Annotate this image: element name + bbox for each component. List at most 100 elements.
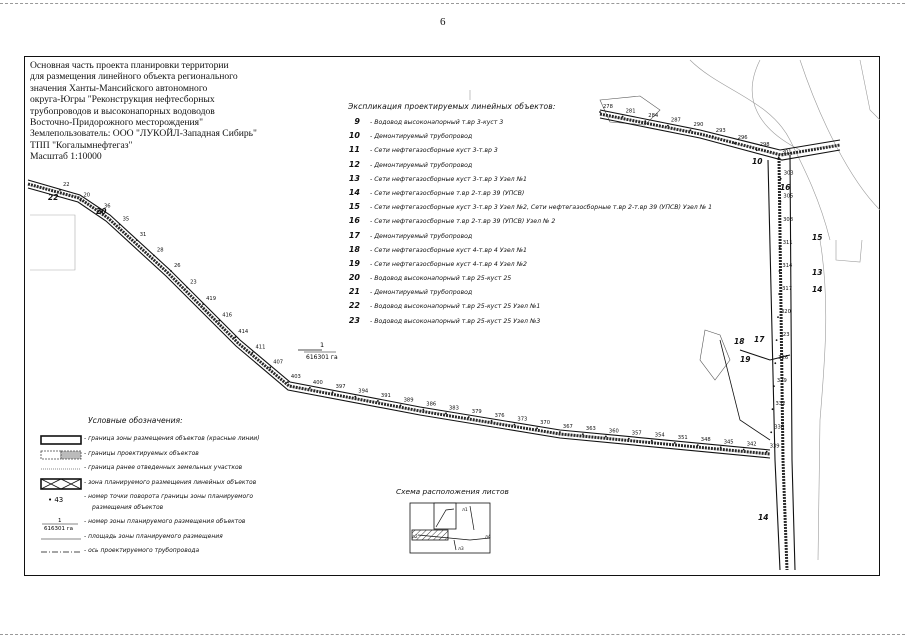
explication-item-text: - Демонтируемый трубопровод	[370, 232, 473, 240]
boundary-point-number: 360	[609, 428, 619, 434]
boundary-point-marker	[779, 223, 781, 226]
boundary-point-marker	[422, 408, 425, 411]
explication-item: 16- Сети нефтегазосборные т.вр 2-т.вр 39…	[340, 216, 760, 230]
bottom-scan-edge	[0, 634, 905, 635]
boundary-point-number: 391	[381, 393, 391, 399]
boundary-point-number: 357	[632, 431, 642, 437]
explication-item-text: - Демонтируемый трубопровод	[370, 133, 473, 141]
boundary-point-marker	[331, 391, 334, 394]
legend-title: Условные обозначения:	[88, 416, 183, 425]
explication-item-text: - Демонтируемый трубопровод	[370, 289, 473, 297]
boundary-point-number: 296	[738, 135, 748, 141]
boundary-point-marker	[287, 381, 289, 384]
explication-item-number: 17	[348, 230, 360, 240]
boundary-point-number: 363	[586, 426, 596, 432]
boundary-point-marker	[234, 336, 237, 339]
boundary-point-number: 348	[701, 437, 711, 443]
boundary-point-number: 367	[563, 424, 573, 430]
boundary-point-marker	[490, 419, 493, 422]
boundary-point-number: 379	[472, 409, 482, 415]
boundary-point-marker	[777, 316, 779, 318]
sheet-scheme-label: л1	[462, 507, 468, 513]
legend-symbol-red-line	[40, 435, 82, 445]
boundary-point-number: 394	[358, 389, 369, 395]
boundary-point-number: 416	[222, 313, 232, 319]
explication-item-text: - Сети нефтегазосборные куст 3-т.вр 3 Уз…	[370, 204, 713, 212]
explication-item-number: 10	[348, 131, 360, 141]
legend-item-text: - границы проектируемых объектов	[84, 449, 199, 457]
explication-item: 19- Сети нефтегазосборные куст 4-т.вр 4 …	[340, 259, 760, 273]
terrain-lines	[30, 59, 881, 561]
explication-item: 11- Сети нефтегазосборные куст 3-т.вр 3	[340, 145, 760, 159]
boundary-point-marker	[536, 427, 538, 430]
object-number-label: 20	[96, 207, 106, 216]
title-line: трубопроводов и высоконапорных водоводов	[30, 105, 215, 117]
boundary-point-marker	[605, 435, 607, 438]
legend-symbol-axis	[41, 551, 81, 553]
explication-item: 9- Водовод высоконапорный т.вр 3-куст 3	[340, 117, 760, 131]
explication-item-text: - Водовод высоконапорный т.вр 3-куст 3	[370, 119, 504, 126]
legend-symbol-zone-number: 1 616301 га	[42, 518, 78, 530]
object-number-label: 18	[734, 337, 744, 346]
explication-item-number: 16	[348, 216, 360, 226]
title-block: Основная часть проекта планировки террит…	[30, 60, 320, 163]
boundary-point-marker	[445, 412, 447, 415]
explication-item: 15 - Сети нефтегазосборные куст 3-т.вр 3 …	[340, 202, 760, 216]
sheet-layout-scheme	[409, 502, 491, 554]
boundary-point-marker	[170, 270, 172, 272]
legend-zone-area-sample: 616301 га	[44, 526, 73, 530]
explication-item-number: 15	[348, 202, 360, 212]
boundary-point-number: 354	[655, 433, 666, 439]
legend-item: - площадь зоны планируемого размещения	[36, 531, 336, 546]
boundary-point-marker	[399, 404, 402, 407]
explication-item-text: - Демонтируемый трубопровод	[370, 161, 473, 169]
object-number-label: 14	[812, 285, 822, 294]
explication-item: 13- Сети нефтегазосборные куст 3-т.вр 3 …	[340, 174, 760, 188]
zone-number-label: 1	[320, 341, 324, 349]
boundary-point-number: 284	[648, 113, 659, 119]
boundary-point-marker	[778, 293, 780, 295]
explication-title: Экспликация проектируемых линейных объек…	[348, 102, 556, 111]
boundary-point-marker	[755, 149, 758, 152]
boundary-point-number: 26	[174, 263, 181, 269]
boundary-point-number: 411	[256, 345, 266, 351]
boundary-point-number: 389	[404, 397, 414, 403]
title-line: значения Ханты-Мансийского автономного	[30, 82, 208, 94]
boundary-point-marker	[118, 223, 121, 226]
object-number-label: 16	[780, 183, 790, 192]
explication-item-number: 12	[348, 159, 360, 169]
object-number-label: 15	[812, 233, 822, 242]
boundary-point-number: 339	[770, 444, 780, 450]
boundary-point-labels: 2220363531282623419416414411407403400397…	[59, 104, 794, 453]
legend-item-text: - граница ранее отведенных земельных уча…	[84, 464, 243, 471]
boundary-point-marker	[100, 210, 102, 213]
boundary-point-number: 419	[206, 296, 216, 302]
boundary-point-number: 31	[140, 232, 147, 238]
title-line: Землепользователь: ООО "ЛУКОЙЛ-Западная …	[30, 128, 257, 140]
boundary-point-marker	[59, 189, 61, 191]
boundary-point-number: 303	[784, 171, 794, 177]
boundary-point-marker	[689, 129, 692, 132]
page-number: 6	[440, 16, 446, 28]
boundary-point-number: 23	[190, 280, 197, 286]
legend-item-text: - граница зоны размещения объектов (крас…	[84, 435, 260, 442]
legend-zone-number-sample: 1	[58, 518, 62, 524]
explication-item-text: - Сети нефтегазосборные т.вр 2-т.вр 39 (…	[370, 189, 525, 197]
explication-panel: Экспликация проектируемых линейных объек…	[340, 102, 760, 330]
boundary-point-marker	[673, 442, 676, 444]
explication-item-text: - Сети нефтегазосборные куст 4-т.вр 4 Уз…	[370, 260, 527, 268]
legend-symbol-area	[41, 538, 81, 539]
explication-item: 17 - Демонтируемый трубопровод	[340, 231, 760, 245]
boundary-point-number: 386	[426, 402, 436, 408]
legend-item-text-continued: размещения объектов	[92, 504, 164, 511]
boundary-point-number: 332	[776, 401, 786, 407]
boundary-point-marker	[621, 115, 624, 118]
boundary-point-marker	[354, 395, 357, 398]
boundary-point-marker	[599, 111, 601, 113]
legend-item-text: - ось проектируемого трубопровода	[84, 547, 200, 554]
object-number-label: 13	[812, 268, 822, 277]
legend-item-text: - номер точки поворота границы зоны план…	[84, 493, 254, 500]
boundary-point-number: 329	[777, 378, 787, 384]
explication-item-text: - Водовод высоконапорный т.вр 25-куст 25…	[370, 317, 541, 325]
